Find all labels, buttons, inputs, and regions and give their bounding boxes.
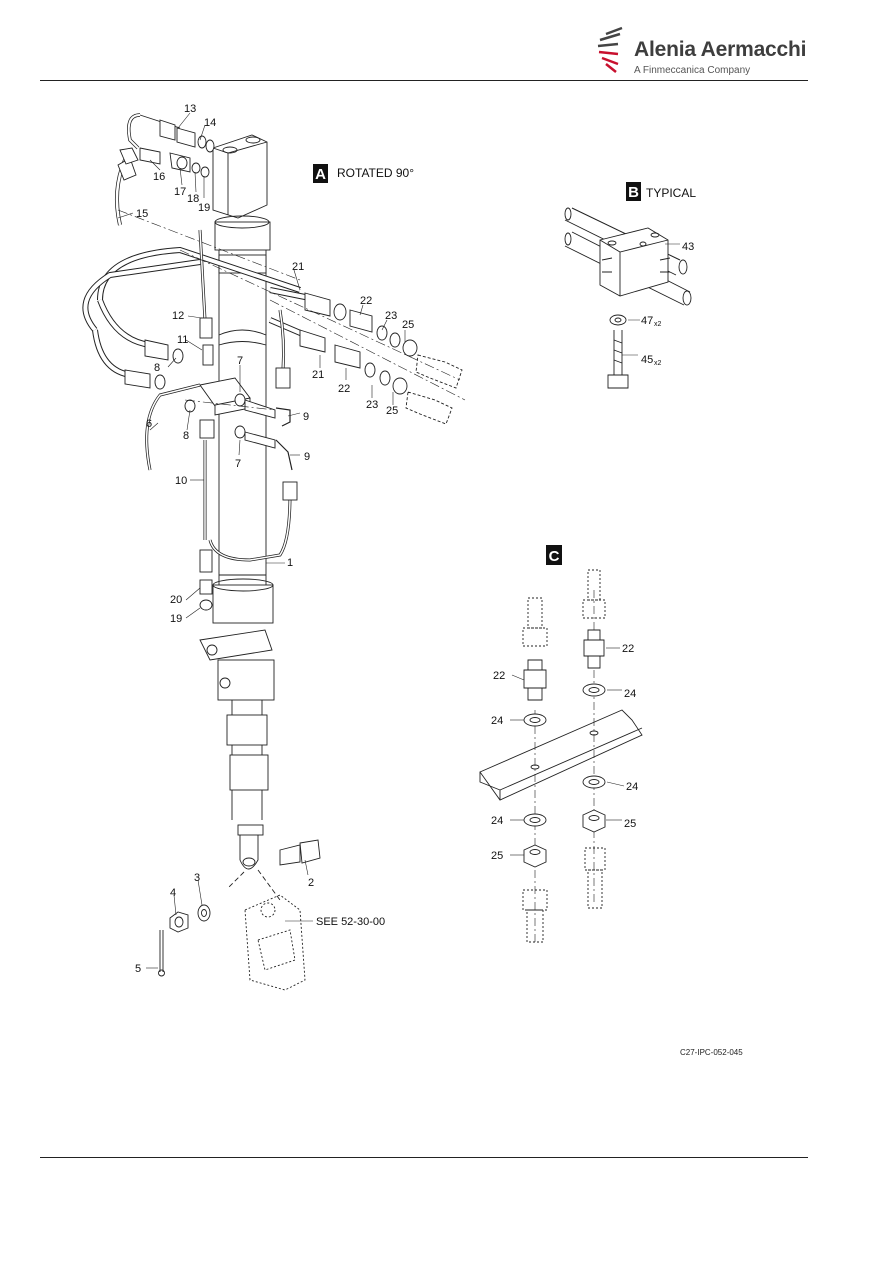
callout-21b: 21: [312, 369, 324, 381]
callout-7a: 7: [237, 355, 243, 367]
view-c-badge: C: [546, 545, 562, 565]
callout-13: 13: [184, 103, 196, 115]
view-c-plate: [479, 569, 643, 945]
callout-19a: 19: [198, 202, 210, 214]
view-b-badge: B: [626, 182, 641, 201]
callout-11: 11: [177, 334, 188, 346]
callout-c-24d: 24: [491, 815, 503, 827]
callout-b-47: 47: [641, 315, 653, 327]
callout-c-24b: 24: [491, 715, 503, 727]
callout-7b: 7: [235, 458, 241, 470]
callout-21a: 21: [292, 261, 304, 273]
callout-18: 18: [187, 193, 199, 205]
company-logo: Alenia Aermacchi A Finmeccanica Company: [596, 26, 806, 82]
svg-text:C: C: [549, 548, 560, 565]
callout-c-22b: 22: [493, 670, 505, 682]
callout-c-25b: 25: [491, 850, 503, 862]
callout-14: 14: [204, 117, 216, 129]
header-rule: [40, 80, 808, 81]
reference-note: SEE 52-30-00: [316, 916, 385, 928]
callout-16: 16: [153, 171, 165, 183]
callout-c-22a: 22: [622, 643, 634, 655]
callout-12: 12: [172, 310, 184, 322]
callout-2: 2: [308, 877, 314, 889]
support-bracket: [244, 894, 306, 991]
footer-rule: [40, 1157, 808, 1158]
hydraulic-hoses: [82, 113, 463, 611]
callout-22b: 22: [338, 383, 350, 395]
callout-5: 5: [135, 963, 141, 975]
callout-b-45-qty: x2: [654, 360, 662, 367]
callout-9a: 9: [303, 411, 309, 423]
actuator-body: [199, 134, 321, 870]
callout-23a: 23: [385, 310, 397, 322]
logo-name: Alenia Aermacchi: [634, 38, 807, 61]
callout-c-25a: 25: [624, 818, 636, 830]
callout-8b: 8: [183, 430, 189, 442]
callout-25a: 25: [402, 319, 414, 331]
callout-4: 4: [170, 887, 176, 899]
svg-text:A: A: [315, 166, 326, 183]
callout-b-47-qty: x2: [654, 321, 662, 328]
callout-23b: 23: [366, 399, 378, 411]
callout-b-43: 43: [682, 241, 694, 253]
callout-c-24a: 24: [624, 688, 636, 700]
view-a-badge: A: [313, 164, 328, 183]
callout-6: 6: [146, 418, 152, 430]
callout-25b: 25: [386, 405, 398, 417]
logo-subtitle: A Finmeccanica Company: [634, 65, 751, 76]
view-b-clamp: [564, 207, 692, 389]
callout-9b: 9: [304, 451, 310, 463]
svg-text:B: B: [628, 184, 639, 201]
callout-19b: 19: [170, 613, 182, 625]
callout-b-45: 45: [641, 354, 653, 366]
callout-8a: 8: [154, 362, 160, 374]
view-a-caption: ROTATED 90°: [337, 166, 414, 180]
view-b-caption: TYPICAL: [646, 186, 696, 200]
callout-10: 10: [175, 475, 187, 487]
callout-labels: 13 14 16 17 18 19 15 21 22 23 25 12 11 7…: [135, 103, 694, 975]
callout-1: 1: [287, 557, 293, 569]
callout-3: 3: [194, 872, 200, 884]
callout-17: 17: [174, 186, 186, 198]
callout-20: 20: [170, 594, 182, 606]
document-code: C27-IPC-052-045: [680, 1048, 743, 1057]
callout-c-24c: 24: [626, 781, 638, 793]
logo-mark-icon: [597, 26, 623, 73]
callout-15: 15: [136, 208, 148, 220]
callout-22a: 22: [360, 295, 372, 307]
